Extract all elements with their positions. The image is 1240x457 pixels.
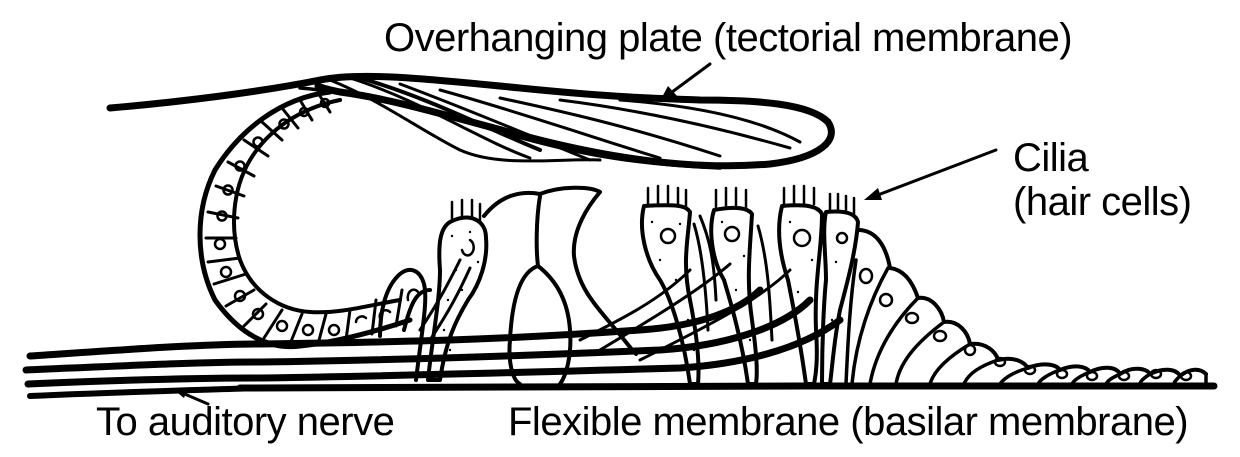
tectorial-membrane [106, 72, 835, 170]
basilar-membrane-label: Flexible membrane (basilar membrane) [508, 400, 1189, 444]
nerve-arrow [174, 388, 210, 406]
cilia-label: Cilia (hair cells) [1013, 136, 1192, 224]
supporting-cells [844, 228, 1208, 386]
outer-hair-cells [639, 184, 860, 386]
cilia-arrow [864, 148, 998, 200]
cilia-label-line1: Cilia [1013, 136, 1089, 180]
tectorial-arrow [660, 62, 712, 101]
inner-sulcus-cells [197, 89, 432, 382]
basilar-membrane [236, 382, 1218, 392]
cilia-label-line2: (hair cells) [1013, 180, 1192, 224]
auditory-nerve-label: To auditory nerve [96, 400, 395, 444]
tectorial-membrane-label: Overhanging plate (tectorial membrane) [384, 16, 1073, 60]
inner-hair-cell [426, 198, 489, 382]
